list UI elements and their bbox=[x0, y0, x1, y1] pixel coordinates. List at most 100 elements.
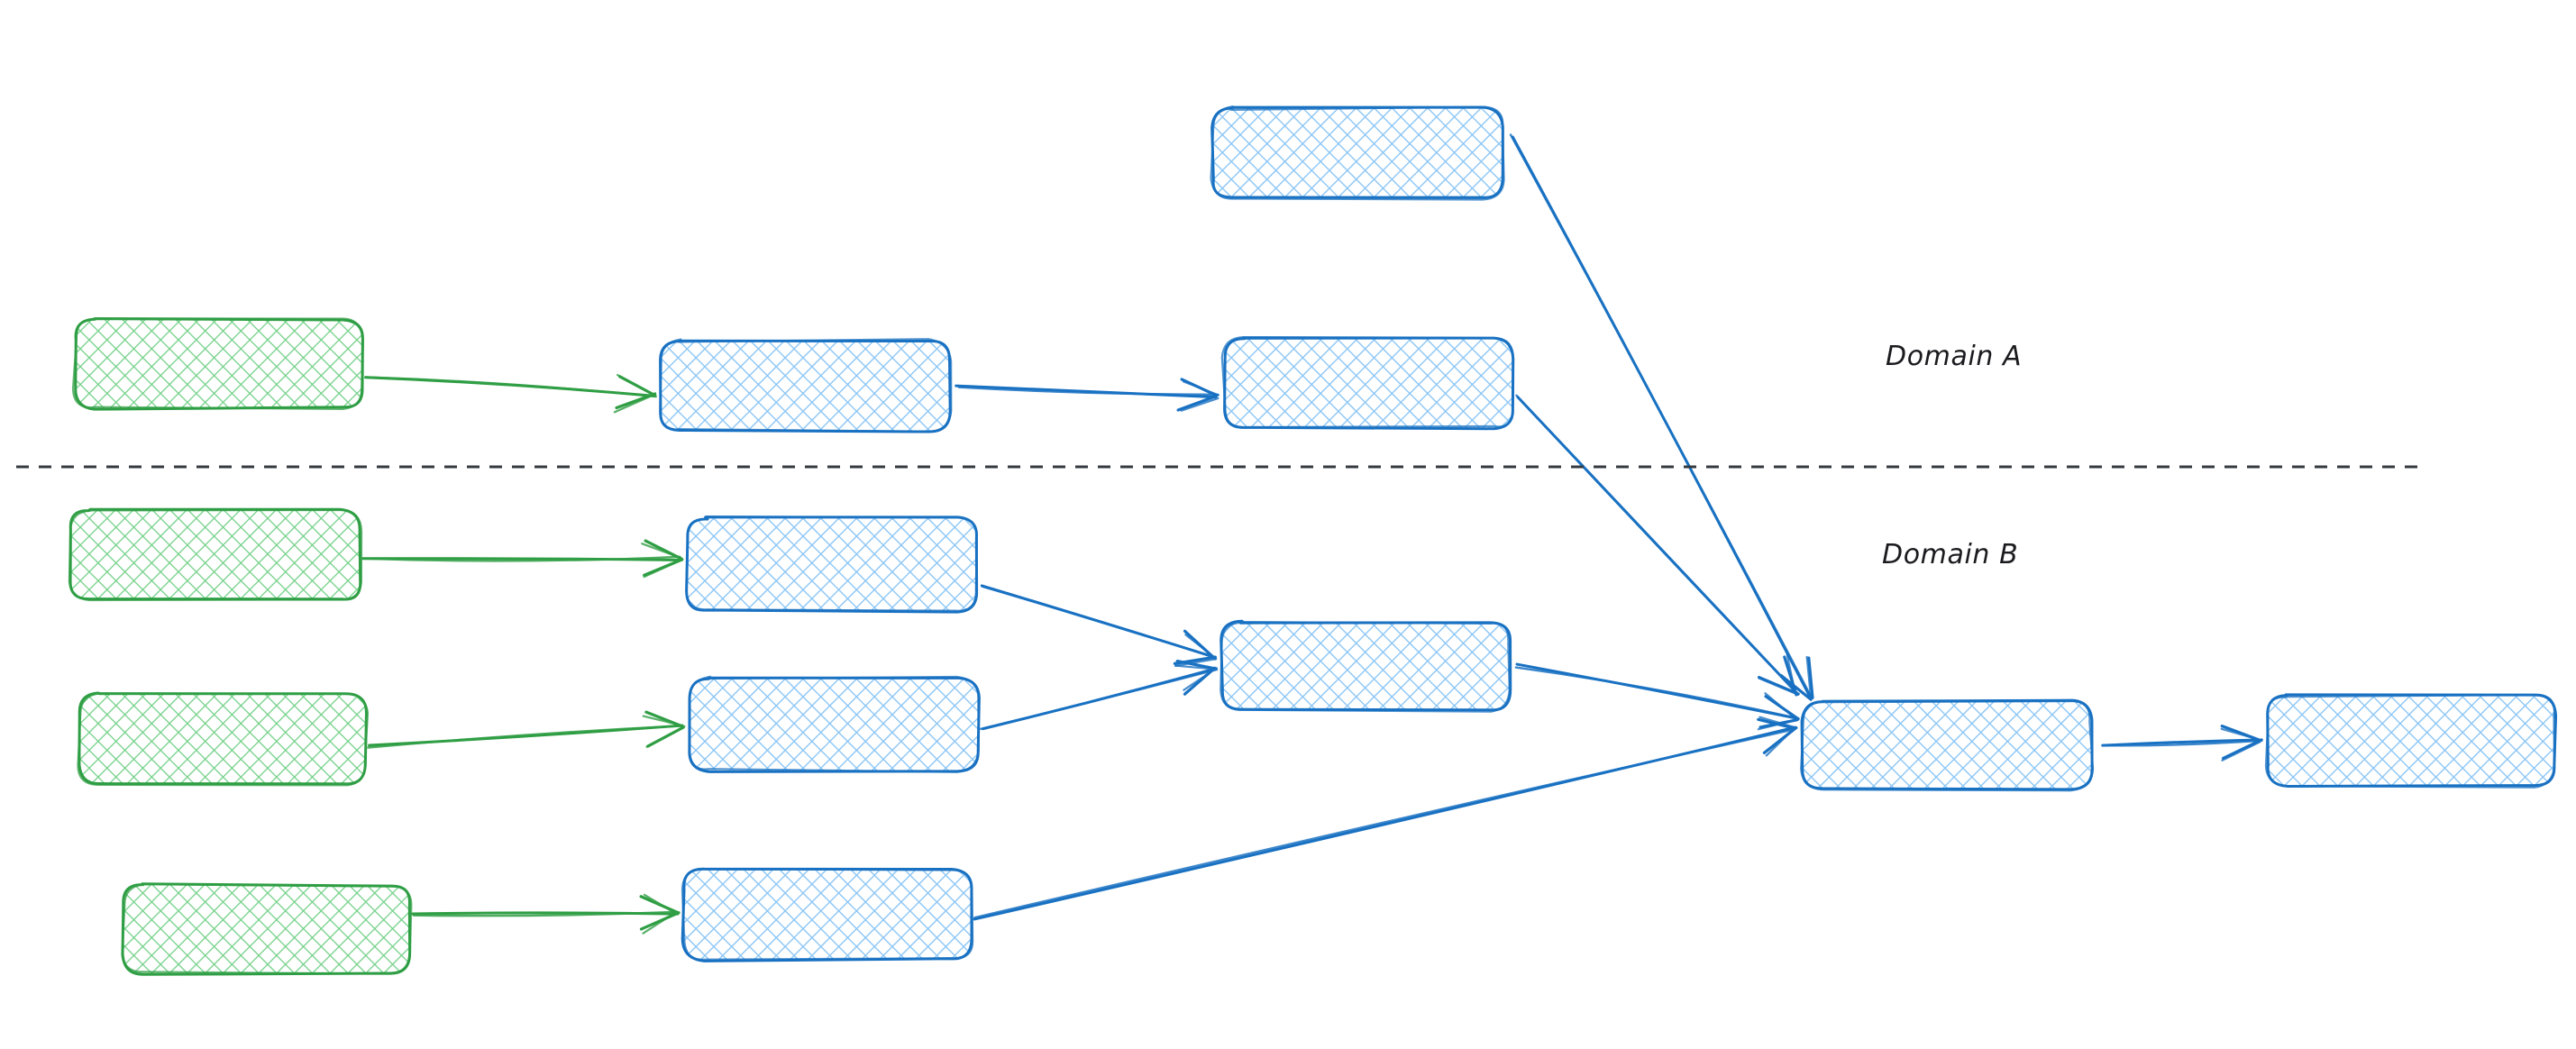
edge-stroke bbox=[980, 668, 1219, 730]
edge-stroke bbox=[957, 386, 1219, 397]
edge-stroke bbox=[2101, 738, 2261, 747]
arrowhead-barb-2 bbox=[1180, 397, 1219, 412]
arrowhead-barb bbox=[1176, 394, 1219, 412]
edge-stroke bbox=[1514, 666, 1800, 720]
arrowhead-barb-2 bbox=[1758, 716, 1798, 729]
node-fill bbox=[686, 517, 978, 612]
edge-b-proc-2-to-b-mid-1[interactable] bbox=[980, 659, 1219, 731]
edge-stroke bbox=[362, 555, 681, 562]
domain-b-merge-node[interactable] bbox=[1219, 619, 1512, 713]
node-fill bbox=[123, 884, 411, 974]
arrowhead-barb-2 bbox=[641, 543, 682, 560]
edge-stroke bbox=[973, 728, 1795, 919]
node-outline-2 bbox=[77, 692, 370, 787]
edge-b-src-2-to-b-proc-2[interactable] bbox=[367, 710, 686, 749]
domain-b-process-node-1[interactable] bbox=[685, 515, 979, 614]
domain-b-label: Domain B bbox=[1882, 539, 2019, 570]
edge-b-src-1-to-b-proc-1[interactable] bbox=[361, 539, 684, 579]
arrowhead-barb bbox=[1807, 656, 1814, 699]
node-outline-2 bbox=[1219, 620, 1511, 713]
arrowhead-barb-2 bbox=[643, 893, 678, 915]
node-outline-2 bbox=[1220, 336, 1515, 429]
node-outline-2 bbox=[1800, 699, 2095, 792]
edge-b-mid-1-to-b-agg-1[interactable] bbox=[1514, 662, 1800, 731]
edge-a-proc-1-to-a-proc-2[interactable] bbox=[955, 378, 1220, 412]
arrowhead-barb bbox=[639, 911, 681, 931]
node-fill bbox=[78, 693, 366, 785]
node-outline-2 bbox=[71, 317, 364, 410]
node-outline-2 bbox=[685, 515, 978, 612]
arrowhead-barb-2 bbox=[616, 373, 657, 397]
edge-b-proc-3-to-b-agg-1[interactable] bbox=[973, 716, 1798, 921]
edge-a-src-1-to-a-proc-1[interactable] bbox=[364, 373, 657, 414]
arrowhead-barb bbox=[2222, 738, 2263, 760]
node-outline-2 bbox=[681, 868, 974, 961]
node-outline bbox=[1219, 619, 1512, 712]
edge-stroke bbox=[1515, 394, 1800, 696]
arrowhead-barb-2 bbox=[1758, 677, 1799, 696]
edge-b-proc-1-to-b-mid-1[interactable] bbox=[980, 584, 1218, 667]
domain-a-label: Domain A bbox=[1886, 341, 2023, 372]
domain-b-source-node-1[interactable] bbox=[68, 507, 363, 602]
node-fill bbox=[69, 509, 361, 601]
arrowhead-barb-2 bbox=[1174, 658, 1218, 667]
edge-stroke bbox=[367, 725, 682, 749]
arrowhead-barb-2 bbox=[1184, 634, 1215, 659]
arrowhead-barb-2 bbox=[645, 725, 686, 748]
edge-a-proc-2-to-b-agg-1[interactable] bbox=[1515, 394, 1800, 697]
arrowhead-barb-2 bbox=[1765, 727, 1795, 757]
domain-b-final-node[interactable] bbox=[2264, 693, 2558, 789]
arrowhead-barb-2 bbox=[1764, 692, 1797, 720]
arrowhead-barb-2 bbox=[1782, 676, 1812, 699]
node-fill bbox=[660, 340, 951, 432]
arrowhead-barb-2 bbox=[642, 715, 683, 727]
domain-b-process-node-3[interactable] bbox=[681, 867, 974, 962]
node-outline-2 bbox=[688, 675, 980, 773]
arrowhead-barb-2 bbox=[613, 394, 654, 414]
node-fill bbox=[75, 320, 364, 409]
edge-b-src-3-to-b-proc-3[interactable] bbox=[410, 893, 681, 935]
edge-stroke bbox=[412, 910, 678, 917]
domain-b-source-node-3[interactable] bbox=[121, 882, 413, 976]
arrowhead-barb-2 bbox=[643, 559, 682, 579]
node-outline-2 bbox=[121, 882, 413, 975]
edge-stroke bbox=[2104, 739, 2262, 747]
node-outline-2 bbox=[68, 508, 363, 602]
node-fill bbox=[1223, 337, 1513, 429]
domain-b-source-node-2[interactable] bbox=[77, 691, 370, 787]
node-outline-2 bbox=[2264, 693, 2556, 789]
arrowhead-barb-2 bbox=[2220, 727, 2263, 742]
arrowhead-barb-2 bbox=[642, 910, 678, 935]
arrowhead-barb bbox=[1175, 659, 1218, 670]
edge-b-agg-1-to-b-out-1[interactable] bbox=[2101, 725, 2263, 762]
arrowhead-barb-2 bbox=[1183, 667, 1218, 691]
domain-a-process-node[interactable] bbox=[659, 338, 953, 433]
node-fill bbox=[1802, 700, 2091, 790]
edge-stroke bbox=[1515, 662, 1798, 720]
domain-a-top-node[interactable] bbox=[1210, 105, 1505, 201]
node-outline-2 bbox=[1210, 105, 1505, 201]
edge-stroke bbox=[1509, 133, 1813, 700]
domain-b-process-node-2[interactable] bbox=[688, 675, 981, 773]
node-fill bbox=[2267, 695, 2556, 787]
arrowhead-barb-2 bbox=[1786, 653, 1797, 696]
edges-layer bbox=[361, 133, 2263, 935]
nodes-layer bbox=[68, 105, 2558, 976]
node-fill bbox=[1211, 107, 1503, 199]
arrowhead-barb-2 bbox=[1174, 664, 1215, 670]
arrowhead-barb bbox=[1757, 717, 1797, 730]
domain-a-output-node[interactable] bbox=[1220, 336, 1515, 431]
arrowhead-barb-2 bbox=[1182, 380, 1220, 397]
arrowhead-barb-2 bbox=[2221, 741, 2261, 762]
edge-stroke bbox=[361, 557, 683, 562]
node-fill bbox=[683, 869, 973, 961]
node-fill bbox=[1220, 621, 1511, 711]
arrowhead-barb-2 bbox=[1805, 655, 1813, 699]
edge-a-top-1-to-b-agg-1[interactable] bbox=[1509, 133, 1814, 701]
domain-a-source-node[interactable] bbox=[71, 317, 364, 411]
domain-b-aggregate-node[interactable] bbox=[1800, 698, 2095, 792]
node-outline-2 bbox=[659, 338, 953, 433]
edge-stroke bbox=[981, 585, 1214, 658]
